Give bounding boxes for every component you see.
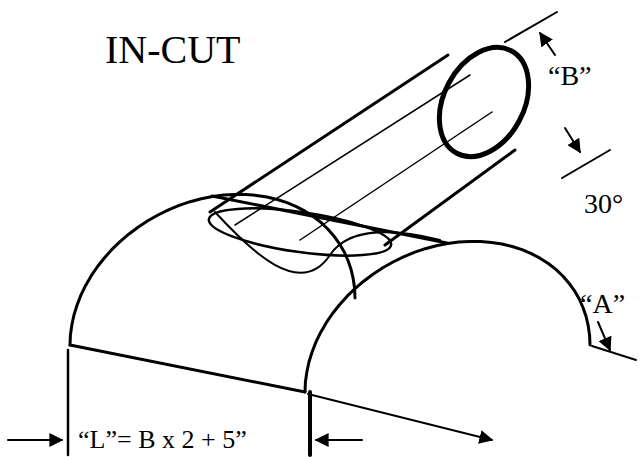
dimension-label: “B” xyxy=(548,62,592,90)
dimension-label: “A” xyxy=(580,290,625,318)
extension-line xyxy=(505,12,557,42)
formula-label: “L”= B x 2 + 5” xyxy=(78,427,247,453)
pipe-line xyxy=(300,112,492,240)
extension-line xyxy=(308,392,312,455)
dimension-line xyxy=(308,394,492,440)
saddle-bottom-edge xyxy=(70,345,305,392)
title-label: IN-CUT xyxy=(105,30,241,70)
dimension-arrow xyxy=(565,128,580,152)
extension-line xyxy=(592,346,636,360)
extension-line xyxy=(562,150,610,178)
saddle-end-arch xyxy=(305,241,590,392)
pipe-edge xyxy=(385,150,515,245)
pipe-end xyxy=(421,32,546,172)
angle-label: 30° xyxy=(584,190,623,218)
dimension-arrow xyxy=(316,439,362,441)
dimension-arrow xyxy=(598,322,610,350)
pipe-edge xyxy=(210,55,448,212)
dimension-arrow xyxy=(540,33,555,55)
extension-line xyxy=(67,350,70,455)
dimension-arrow xyxy=(8,439,62,441)
